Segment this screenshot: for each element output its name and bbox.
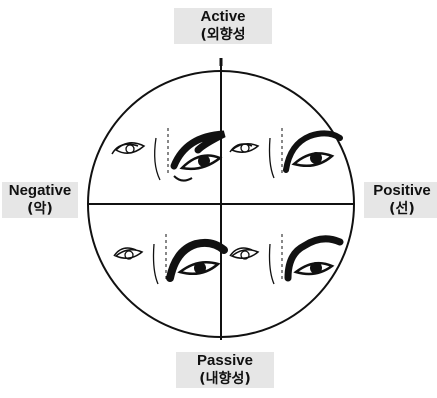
eye-pair-arched-icon xyxy=(230,128,340,178)
label-active-main: Active xyxy=(200,8,245,25)
label-negative-main: Negative xyxy=(9,182,72,199)
label-negative: Negative (악) xyxy=(2,182,78,218)
label-passive-main: Passive xyxy=(197,352,253,369)
label-passive-sub: (내향성) xyxy=(179,370,271,388)
label-active-sub: (외향성 xyxy=(177,26,269,44)
eye-pair-raised-icon xyxy=(230,234,340,284)
label-positive: Positive (선) xyxy=(364,182,437,218)
label-passive: Passive (내향성) xyxy=(176,352,274,388)
label-positive-main: Positive xyxy=(373,182,431,199)
label-negative-sub: (악) xyxy=(5,200,75,218)
label-active: Active (외향성 xyxy=(174,8,272,44)
label-positive-sub: (선) xyxy=(367,200,437,218)
eye-pair-sharp-angry-icon xyxy=(112,128,224,181)
eye-pair-heavy-frown-icon xyxy=(114,234,224,284)
